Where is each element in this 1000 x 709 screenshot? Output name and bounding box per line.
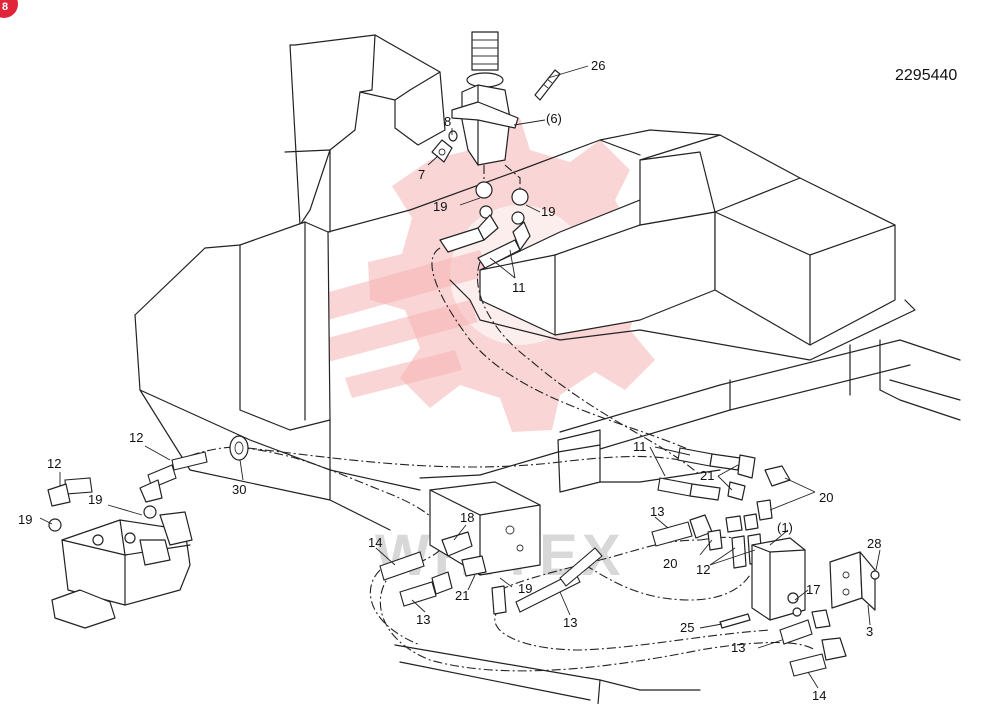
part-label: 3 <box>866 624 873 639</box>
part-label: 14 <box>368 535 382 550</box>
part-label: 14 <box>812 688 826 703</box>
pump-block <box>48 505 193 629</box>
part-label: 13 <box>650 504 664 519</box>
hose-fittings <box>47 447 847 677</box>
part-label: 30 <box>232 482 246 497</box>
part-label: 19 <box>18 512 32 527</box>
hydraulic-hoses <box>174 247 816 672</box>
part-label: 18 <box>460 510 474 525</box>
part-label: 7 <box>418 167 425 182</box>
part-label: 19 <box>541 204 555 219</box>
valve-block-1 <box>719 537 806 629</box>
part-label: 17 <box>806 582 820 597</box>
grommet-30 <box>229 435 249 461</box>
part-label: 20 <box>663 556 677 571</box>
part-label: 12 <box>696 562 710 577</box>
part-label: 13 <box>416 612 430 627</box>
part-label: (1) <box>777 520 793 535</box>
screw-26 <box>534 69 561 101</box>
part-label: 13 <box>731 640 745 655</box>
switch-assembly-6 <box>451 31 529 225</box>
part-label: 19 <box>88 492 102 507</box>
part-label: 21 <box>455 588 469 603</box>
part-label: 25 <box>680 620 694 635</box>
leader-lines <box>39 65 881 689</box>
elbow-fittings-11 <box>439 214 531 269</box>
corner-badge-text: 8 <box>2 1 8 13</box>
part-label: 8 <box>444 114 451 129</box>
part-label: (6) <box>546 111 562 126</box>
part-label: 12 <box>129 430 143 445</box>
part-label: 28 <box>867 536 881 551</box>
document-number: 2295440 <box>895 67 957 84</box>
part-label: 20 <box>819 490 833 505</box>
part-label: 26 <box>591 58 605 73</box>
part-label: 19 <box>518 581 532 596</box>
corner-badge: 8 <box>0 0 18 18</box>
part-label: 12 <box>47 456 61 471</box>
part-label: 19 <box>433 199 447 214</box>
part-label: 13 <box>563 615 577 630</box>
part-label: 11 <box>512 280 526 295</box>
part-labels: 26 (6) 8 7 19 19 11 11 21 20 12 12 19 19… <box>18 58 881 703</box>
control-box-18 <box>429 481 541 577</box>
plate-7 <box>431 130 458 163</box>
part-label: 11 <box>633 439 647 454</box>
bracket-3 <box>829 551 880 611</box>
machine-frame <box>134 34 961 705</box>
part-label: 21 <box>700 468 714 483</box>
